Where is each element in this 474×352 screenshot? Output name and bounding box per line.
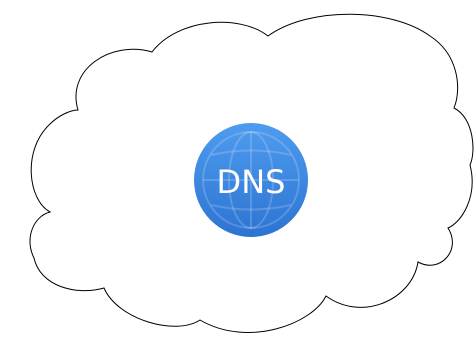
globe-icon: DNS [194, 123, 308, 237]
dns-label: DNS [217, 163, 286, 201]
